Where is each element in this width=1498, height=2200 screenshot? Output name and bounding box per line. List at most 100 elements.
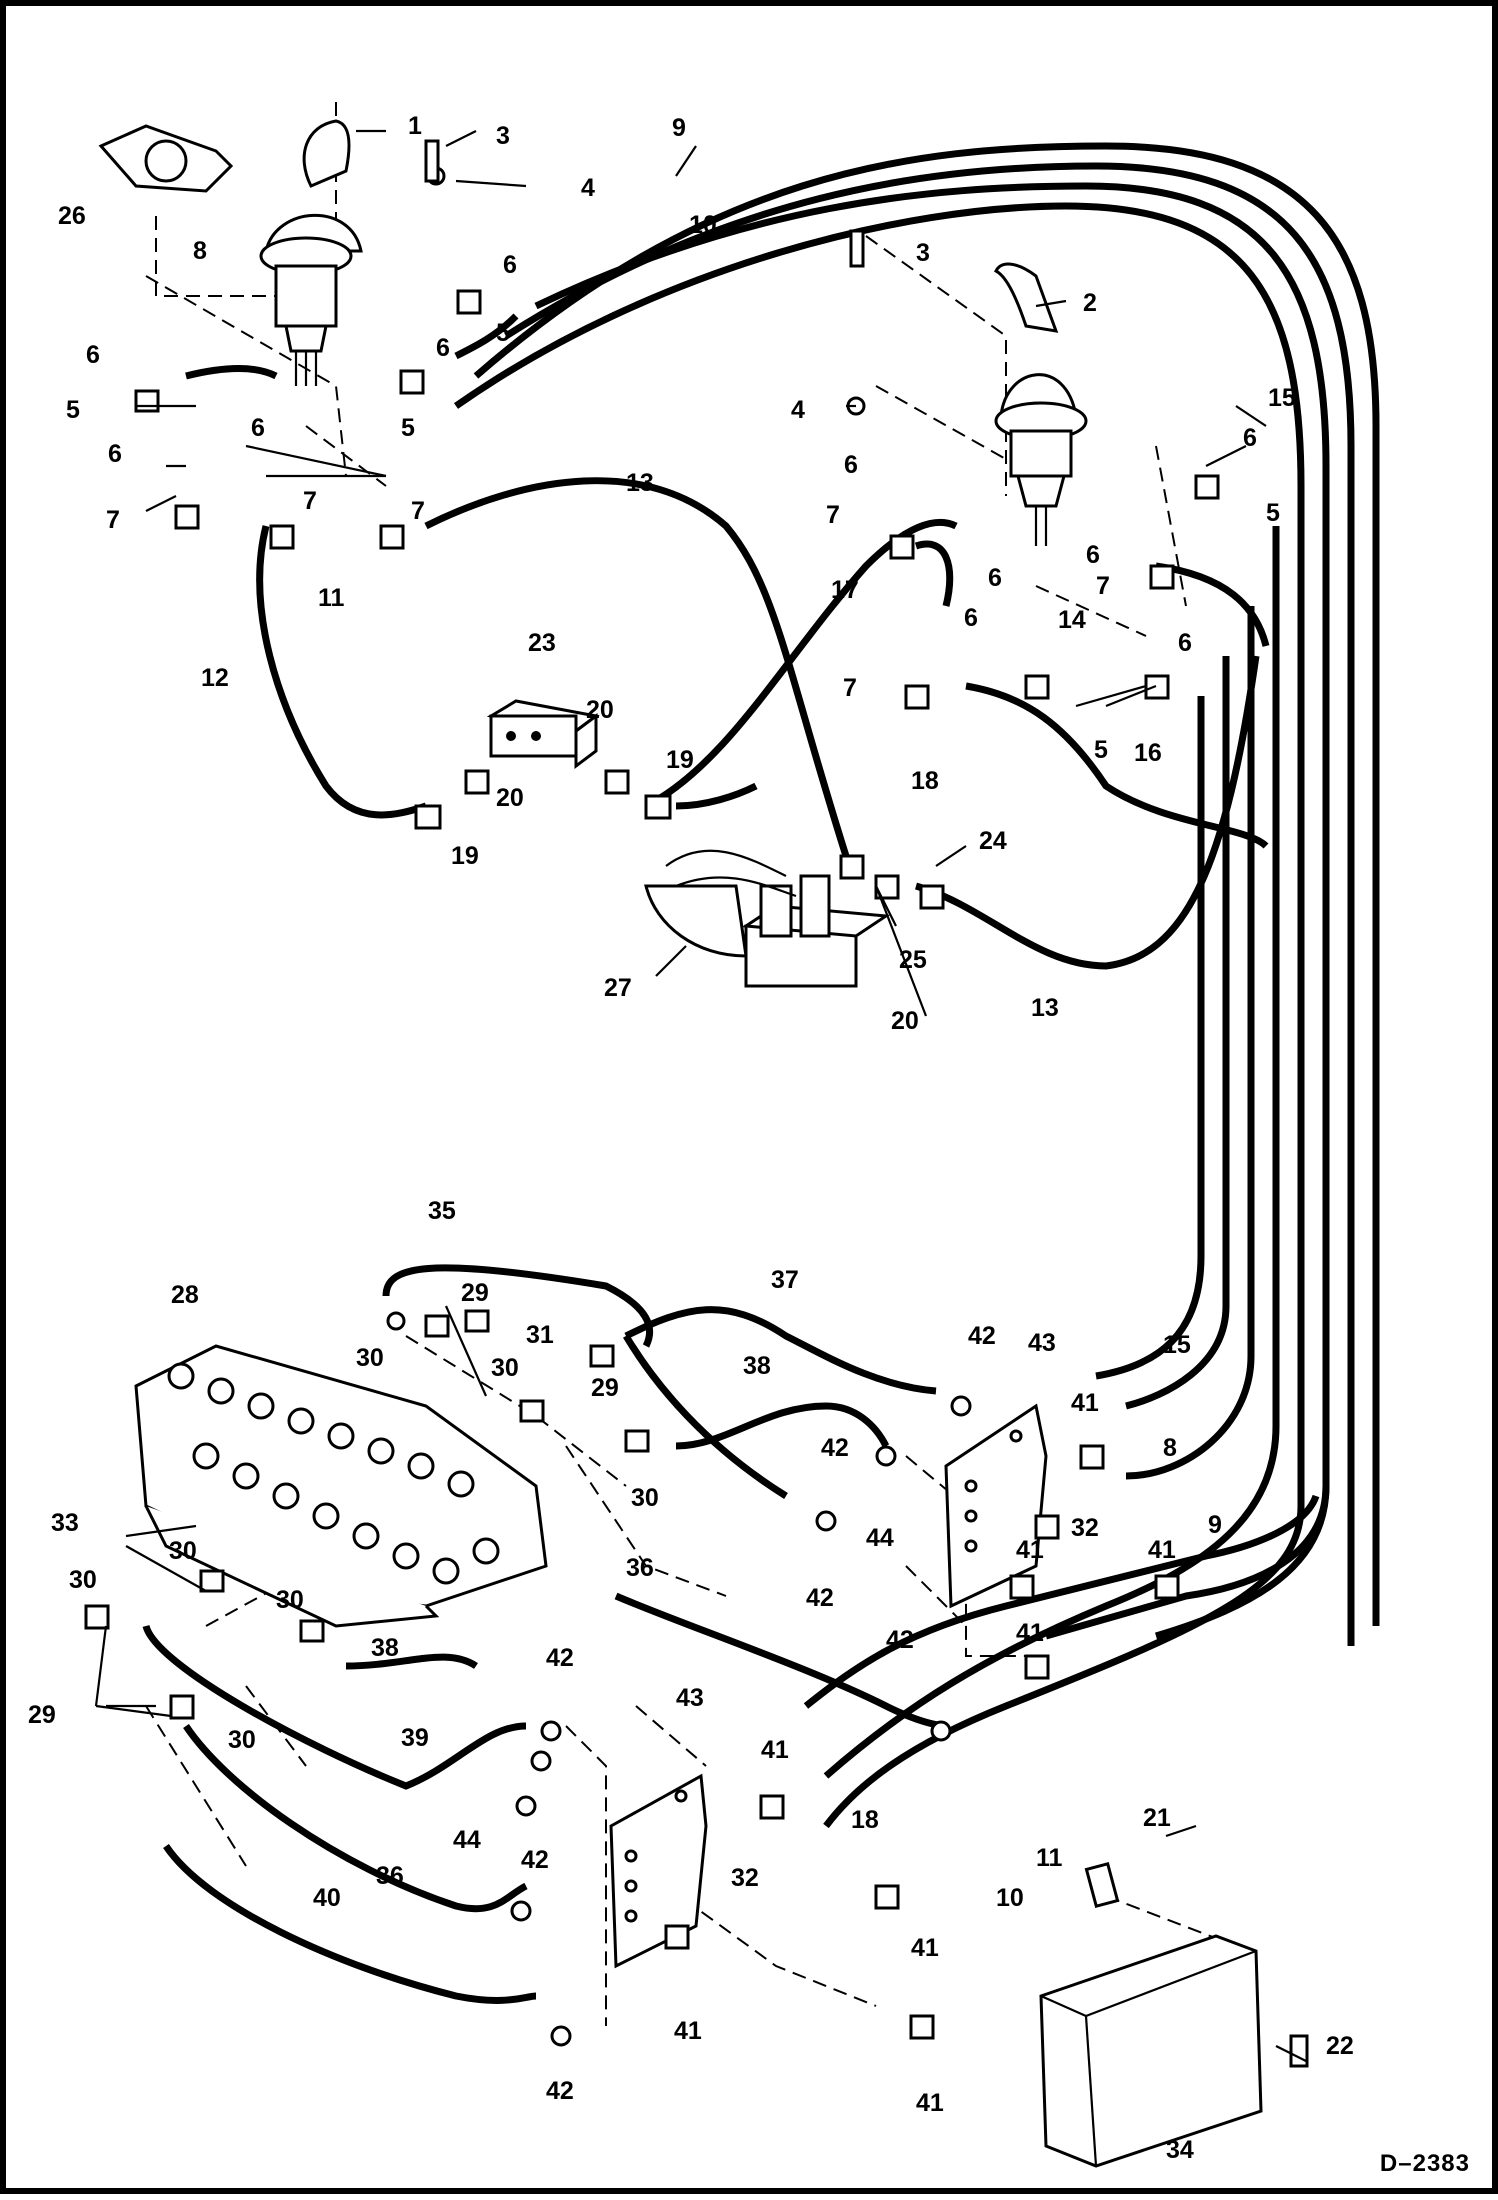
callout-7: 7 (843, 674, 857, 702)
callout-17: 17 (831, 576, 859, 604)
callout-21: 21 (1143, 1804, 1171, 1832)
callout-18: 18 (851, 1806, 879, 1834)
callout-30: 30 (356, 1344, 384, 1372)
callout-42: 42 (521, 1846, 549, 1874)
callout-6: 6 (964, 604, 978, 632)
callout-25: 25 (899, 946, 927, 974)
callout-labels: 1 2 3 3 4 4 5 5 5 5 5 6 6 6 6 6 6 6 6 6 … (28, 112, 1354, 2164)
gasket-plate (98, 124, 234, 193)
joystick-left (259, 119, 363, 386)
callout-5: 5 (66, 396, 80, 424)
callout-9: 9 (1208, 1511, 1222, 1539)
callout-13: 13 (626, 469, 654, 497)
callout-41: 41 (1071, 1389, 1099, 1417)
callout-12: 12 (201, 664, 229, 692)
callout-43: 43 (676, 1684, 704, 1712)
callout-30: 30 (276, 1586, 304, 1614)
callout-18: 18 (911, 767, 939, 795)
callout-5: 5 (1094, 736, 1108, 764)
callout-8: 8 (193, 237, 207, 265)
callout-6: 6 (86, 341, 100, 369)
callout-6: 6 (503, 251, 517, 279)
callout-37: 37 (771, 1266, 799, 1294)
callout-6: 6 (108, 440, 122, 468)
callout-42: 42 (546, 1644, 574, 1672)
callout-41: 41 (1148, 1536, 1176, 1564)
spacer (1084, 1861, 1120, 1909)
control-valve-bank (134, 1344, 548, 1628)
manifold-block (486, 699, 600, 769)
callout-15: 15 (1268, 384, 1296, 412)
callout-8: 8 (1163, 1434, 1177, 1462)
callout-13: 13 (1031, 994, 1059, 1022)
callout-34: 34 (1166, 2136, 1194, 2164)
callout-1: 1 (408, 112, 422, 140)
joystick-right (993, 262, 1088, 546)
callout-44: 44 (866, 1524, 894, 1552)
callout-20: 20 (496, 784, 524, 812)
callout-42: 42 (546, 2077, 574, 2105)
hydraulic-schematic: 1 2 3 3 4 4 5 5 5 5 5 6 6 6 6 6 6 6 6 6 … (28, 96, 1380, 2168)
callout-36: 36 (626, 1554, 654, 1582)
callout-3: 3 (916, 239, 930, 267)
callout-29: 29 (28, 1701, 56, 1729)
callout-11: 11 (318, 584, 345, 612)
callout-41: 41 (1016, 1619, 1044, 1647)
callout-5: 5 (1266, 499, 1280, 527)
callout-44: 44 (453, 1826, 481, 1854)
callout-40: 40 (313, 1884, 341, 1912)
callout-41: 41 (911, 1934, 939, 1962)
callout-7: 7 (1096, 572, 1110, 600)
callout-42: 42 (968, 1322, 996, 1350)
callout-9: 9 (672, 114, 686, 142)
callout-6: 6 (436, 334, 450, 362)
callout-5: 5 (496, 319, 510, 347)
callout-30: 30 (491, 1354, 519, 1382)
callout-4: 4 (581, 174, 595, 202)
callout-30: 30 (631, 1484, 659, 1512)
callout-5: 5 (401, 414, 415, 442)
callout-10: 10 (996, 1884, 1024, 1912)
mounting-bracket-lower (609, 1773, 708, 1969)
fittings (84, 139, 1309, 2068)
callout-30: 30 (169, 1537, 197, 1565)
callout-24: 24 (979, 827, 1007, 855)
callout-29: 29 (461, 1279, 489, 1307)
callout-7: 7 (411, 497, 425, 525)
callout-30: 30 (69, 1566, 97, 1594)
callout-7: 7 (106, 506, 120, 534)
callout-19: 19 (451, 842, 479, 870)
callout-7: 7 (303, 487, 317, 515)
callout-29: 29 (591, 1374, 619, 1402)
callout-39: 39 (401, 1724, 429, 1752)
callout-11: 11 (1036, 1844, 1063, 1872)
callout-20: 20 (891, 1007, 919, 1035)
callout-6: 6 (1243, 424, 1257, 452)
callout-38: 38 (743, 1352, 771, 1380)
callout-14: 14 (1058, 606, 1086, 634)
callout-6: 6 (1086, 541, 1100, 569)
solenoid-valve (644, 849, 891, 988)
callout-6: 6 (844, 451, 858, 479)
callout-31: 31 (526, 1321, 554, 1349)
callout-33: 33 (51, 1509, 79, 1537)
callout-3: 3 (496, 122, 510, 150)
callout-2: 2 (1083, 289, 1097, 317)
callout-4: 4 (791, 396, 805, 424)
mounting-bracket-upper (944, 1403, 1048, 1609)
callout-26: 26 (58, 202, 86, 230)
callout-28: 28 (171, 1281, 199, 1309)
callout-19: 19 (666, 746, 694, 774)
figure-code: D–2383 (1379, 2150, 1470, 2177)
callout-6: 6 (251, 414, 265, 442)
callout-42: 42 (806, 1584, 834, 1612)
callout-22: 22 (1326, 2032, 1354, 2060)
callout-27: 27 (604, 974, 632, 1002)
callout-7: 7 (826, 501, 840, 529)
valve-lines (142, 1264, 947, 2004)
callout-41: 41 (1016, 1536, 1044, 1564)
callout-41: 41 (761, 1736, 789, 1764)
callout-35: 35 (428, 1197, 456, 1225)
callout-23: 23 (528, 629, 556, 657)
callout-20: 20 (586, 696, 614, 724)
